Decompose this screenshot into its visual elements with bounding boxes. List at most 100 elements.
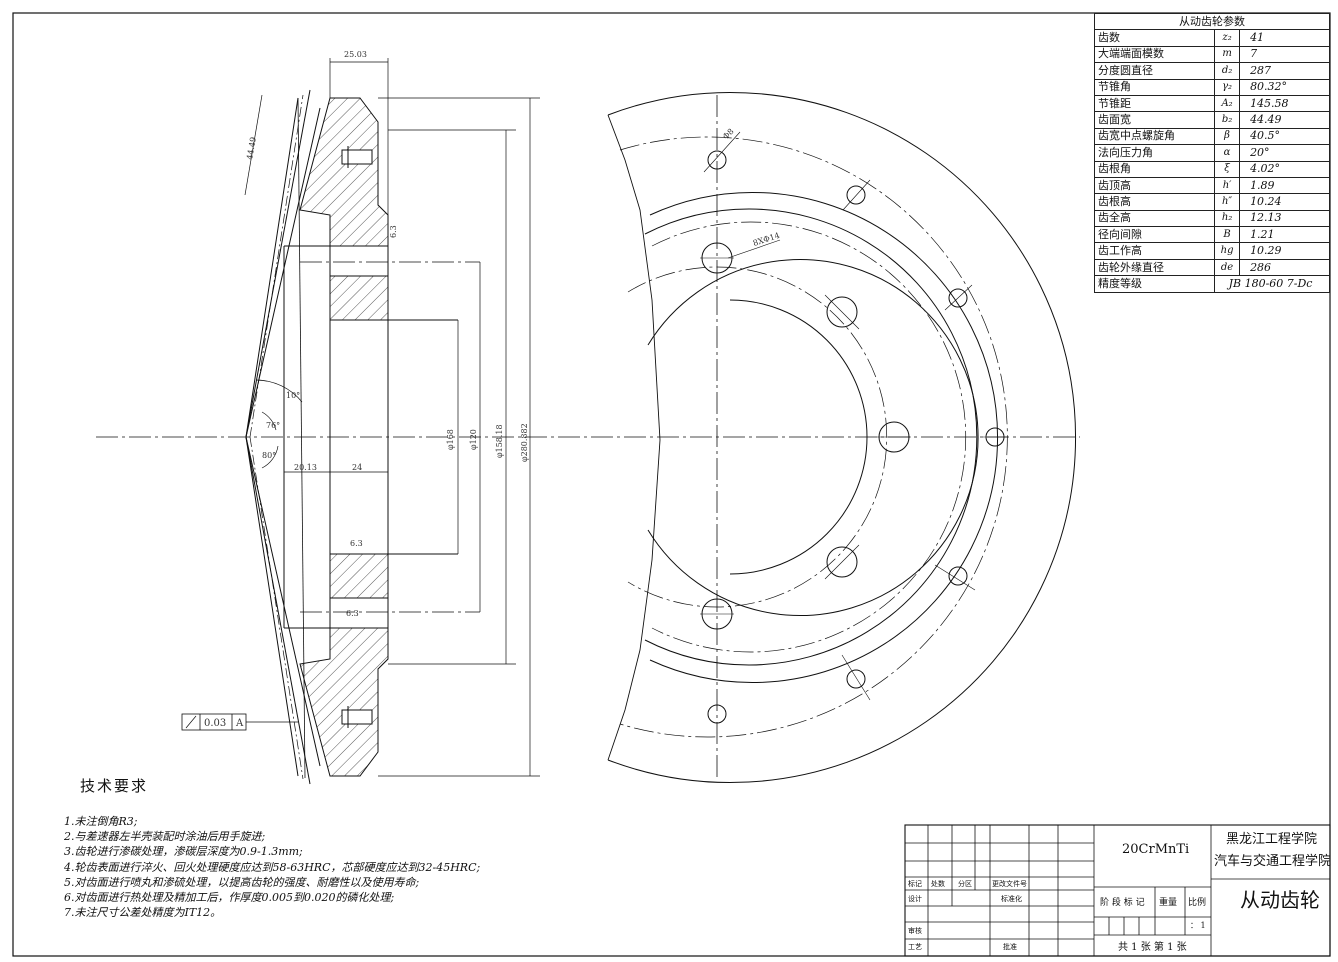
param-value: 80.32° <box>1239 78 1330 96</box>
param-name: 齿数 <box>1093 29 1216 47</box>
param-name: 齿全高 <box>1093 209 1216 228</box>
param-value: 1.89 <box>1239 176 1330 195</box>
param-value: 12.13 <box>1239 209 1330 228</box>
requirement-line: 4.轮齿表面进行淬火、回火处理硬度应达到58-63HRC，芯部硬度应达到32-4… <box>64 860 481 874</box>
param-name: 齿根角 <box>1093 160 1216 178</box>
section-view <box>96 58 1080 785</box>
param-symbol: h₂ <box>1214 209 1241 228</box>
param-value: 1.21 <box>1239 226 1330 244</box>
param-value: 10.24 <box>1239 193 1330 211</box>
param-name: 齿宽中点螺旋角 <box>1093 127 1216 146</box>
dim-dia-1: φ168 <box>446 429 455 450</box>
dim-face-width: 44.49 <box>245 136 258 160</box>
dim-bore-depth: 24 <box>352 463 362 472</box>
college-name: 汽车与交通工程学院 <box>1214 854 1332 869</box>
param-name: 精度等级 <box>1093 275 1216 293</box>
scale-value: ： 1 <box>1190 921 1206 930</box>
requirements-title: 技术要求 <box>80 777 149 795</box>
param-symbol: m <box>1214 45 1241 64</box>
dim-dia-2: φ120 <box>469 429 478 450</box>
label-scale: 比例 <box>1188 898 1207 908</box>
param-symbol: β <box>1214 127 1241 146</box>
param-value: 40.5° <box>1239 127 1330 146</box>
param-value: 7 <box>1239 45 1330 64</box>
dim-dia-3: φ158.18 <box>495 424 504 458</box>
param-symbol: B <box>1214 226 1241 244</box>
dim-hub-depth: 20.13 <box>294 463 317 472</box>
label-zone: 分区 <box>958 880 972 888</box>
cone-line <box>245 97 299 438</box>
drawing-frame <box>12 12 1331 957</box>
param-value: 41 <box>1239 29 1330 47</box>
requirement-line: 3.齿轮进行渗碳处理，渗碳层深度为0.9-1.3mm; <box>64 845 303 859</box>
lower-hub-section <box>329 553 389 599</box>
param-name: 齿工作高 <box>1093 242 1216 260</box>
param-value: 145.58 <box>1239 94 1330 113</box>
param-symbol: de <box>1214 258 1241 277</box>
label-marks: 标记 <box>908 880 922 888</box>
param-name: 齿轮外缘直径 <box>1093 258 1216 277</box>
datum-label: A <box>235 718 244 729</box>
param-name: 径向间隙 <box>1093 226 1216 244</box>
param-value: 4.02° <box>1239 160 1330 178</box>
param-symbol: ξ <box>1214 160 1241 178</box>
requirement-line: 2.与差速器左半壳装配时涂油后用手旋进; <box>64 830 266 844</box>
requirement-line: 1.未注倒角R3; <box>64 815 138 828</box>
roughness-1: 6.3 <box>350 539 363 548</box>
section-dimension-labels: 25.03 44.49 20.13 24 φ168 φ120 φ158.18 φ… <box>204 50 529 729</box>
label-stage: 阶 段 标 记 <box>1100 898 1145 908</box>
outer-arc <box>607 92 1076 783</box>
param-name: 节锥角 <box>1093 78 1216 96</box>
material: 20CrMnTi <box>1122 842 1190 857</box>
param-symbol: γ₂ <box>1214 78 1241 96</box>
param-symbol: z₂ <box>1214 29 1241 47</box>
roughness-3: 6.3 <box>389 225 398 238</box>
param-name: 法向压力角 <box>1093 144 1216 162</box>
param-value: 287 <box>1239 62 1330 80</box>
front-view <box>607 92 1076 783</box>
upper-gear-section <box>299 97 389 247</box>
param-value: JB 180-60 7-Dc <box>1214 275 1330 293</box>
param-name: 齿根高 <box>1093 193 1216 211</box>
param-name: 节锥距 <box>1093 94 1216 113</box>
param-value: 286 <box>1239 258 1330 277</box>
title-block <box>904 824 1331 957</box>
lower-gear-section <box>299 627 389 777</box>
part-name: 从动齿轮 <box>1240 888 1320 912</box>
root-arc <box>649 192 999 683</box>
hole-pattern-label: 8XΦ14 <box>752 231 781 248</box>
param-name: 齿面宽 <box>1093 111 1216 129</box>
sheet-count: 共 1 张 第 1 张 <box>1118 942 1187 953</box>
dim-top-width: 25.03 <box>344 50 367 59</box>
param-symbol: h′ <box>1214 176 1241 195</box>
param-symbol: A₂ <box>1214 94 1241 113</box>
param-name: 大端端面模数 <box>1093 45 1216 64</box>
param-symbol: α <box>1214 144 1241 162</box>
dim-angle-c: 80° <box>262 451 276 460</box>
label-standard: 标准化 <box>1001 895 1022 903</box>
school-name: 黑龙江工程学院 <box>1226 832 1318 847</box>
param-symbol: h″ <box>1214 193 1241 211</box>
requirement-line: 6.对齿面进行热处理及精加工后，作厚度0.005到0.020的磷化处理; <box>64 890 395 904</box>
upper-hub-section <box>329 275 389 321</box>
label-weight: 重量 <box>1159 898 1178 908</box>
param-value: 20° <box>1239 144 1330 162</box>
label-process: 工艺 <box>908 943 922 951</box>
